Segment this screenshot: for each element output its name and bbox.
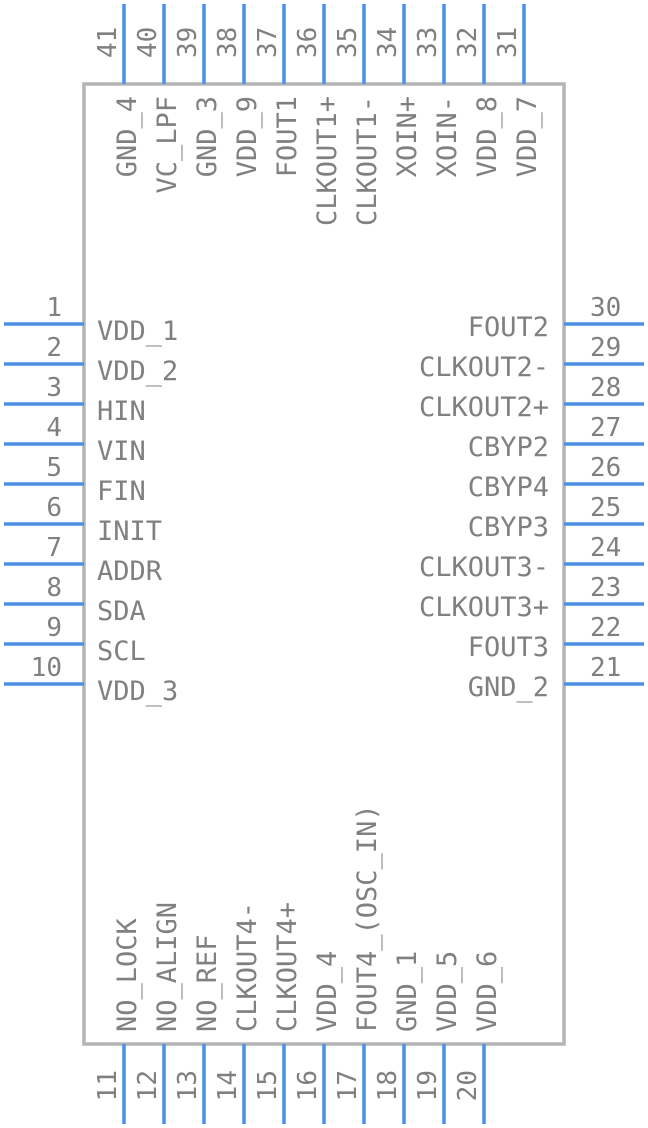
pin-15-number: 15 [253,1070,283,1101]
pin-25-label: CBYP3 [468,512,549,543]
pin-16-label: VDD_4 [312,951,343,1032]
pin-36-number: 36 [293,27,323,58]
pin-31-label: VDD_7 [512,96,543,177]
pin-26-number: 26 [590,453,621,483]
pin-20-number: 20 [453,1070,483,1101]
pin-10-number: 10 [31,653,62,683]
pin-34-label: XOIN+ [392,96,423,177]
pin-41-label: GND_4 [112,96,143,177]
pin-30-label: FOUT2 [468,312,549,343]
pin-34-number: 34 [373,27,403,58]
pin-5-number: 5 [46,453,62,483]
pin-18-number: 18 [373,1070,403,1101]
pin-3-label: HIN [97,396,146,427]
pin-19-number: 19 [413,1070,443,1101]
pin-35-label: CLKOUT1- [352,96,383,226]
pin-8-label: SDA [97,596,146,627]
pin-32-label: VDD_8 [472,96,503,177]
pin-10-label: VDD_3 [97,676,178,707]
pin-24-label: CLKOUT3- [419,552,549,583]
pin-7-number: 7 [46,533,62,563]
pin-27-label: CBYP2 [468,432,549,463]
pin-16-number: 16 [293,1070,323,1101]
pin-23-label: CLKOUT3+ [419,592,549,623]
pin-39-label: GND_3 [192,96,223,177]
pin-19-label: VDD_5 [432,951,463,1032]
pin-39-number: 39 [173,27,203,58]
pin-22-label: FOUT3 [468,632,549,663]
pin-20-label: VDD_6 [472,951,503,1032]
pin-23-number: 23 [590,573,621,603]
pin-12-label: NO_ALIGN [152,902,183,1032]
pin-13-number: 13 [173,1070,203,1101]
pin-1-number: 1 [46,293,62,323]
pin-29-label: CLKOUT2- [419,352,549,383]
pin-1-label: VDD_1 [97,316,178,347]
pin-8-number: 8 [46,573,62,603]
pin-27-number: 27 [590,413,621,443]
pin-9-label: SCL [97,636,146,667]
pin-29-number: 29 [590,333,621,363]
pin-6-number: 6 [46,493,62,523]
pin-12-number: 12 [133,1070,163,1101]
pin-24-number: 24 [590,533,621,563]
pin-25-number: 25 [590,493,621,523]
pin-5-label: FIN [97,476,146,507]
pin-28-number: 28 [590,373,621,403]
pin-6-label: INIT [97,516,162,547]
pin-17-number: 17 [333,1070,363,1101]
pin-18-label: GND_1 [392,951,423,1032]
pin-26-label: CBYP4 [468,472,549,503]
pin-31-number: 31 [493,27,523,58]
pin-2-number: 2 [46,333,62,363]
pin-22-number: 22 [590,613,621,643]
pin-15-label: CLKOUT4+ [272,902,303,1032]
pin-14-label: CLKOUT4- [232,902,263,1032]
pin-11-number: 11 [93,1070,123,1101]
pin-30-number: 30 [590,293,621,323]
pin-40-label: VC_LPF [152,96,183,194]
pin-33-number: 33 [413,27,443,58]
pin-37-label: FOUT1 [272,96,303,177]
pin-17-label: FOUT4_(OSC_IN) [352,804,383,1032]
pin-21-number: 21 [590,653,621,683]
pin-38-label: VDD_9 [232,96,263,177]
pin-40-number: 40 [133,27,163,58]
pin-37-number: 37 [253,27,283,58]
pin-28-label: CLKOUT2+ [419,392,549,423]
pin-14-number: 14 [213,1070,243,1101]
pin-36-label: CLKOUT1+ [312,96,343,226]
pin-2-label: VDD_2 [97,356,178,387]
pin-13-label: NO_REF [192,934,223,1032]
pin-3-number: 3 [46,373,62,403]
pin-41-number: 41 [93,27,123,58]
pin-35-number: 35 [333,27,363,58]
pin-11-label: NO_LOCK [112,917,143,1032]
pin-32-number: 32 [453,27,483,58]
pin-21-label: GND_2 [468,672,549,703]
pin-7-label: ADDR [97,556,163,587]
pin-33-label: XOIN- [432,96,463,177]
pin-4-label: VIN [97,436,146,467]
pin-9-number: 9 [46,613,62,643]
pin-4-number: 4 [46,413,62,443]
pin-38-number: 38 [213,27,243,58]
